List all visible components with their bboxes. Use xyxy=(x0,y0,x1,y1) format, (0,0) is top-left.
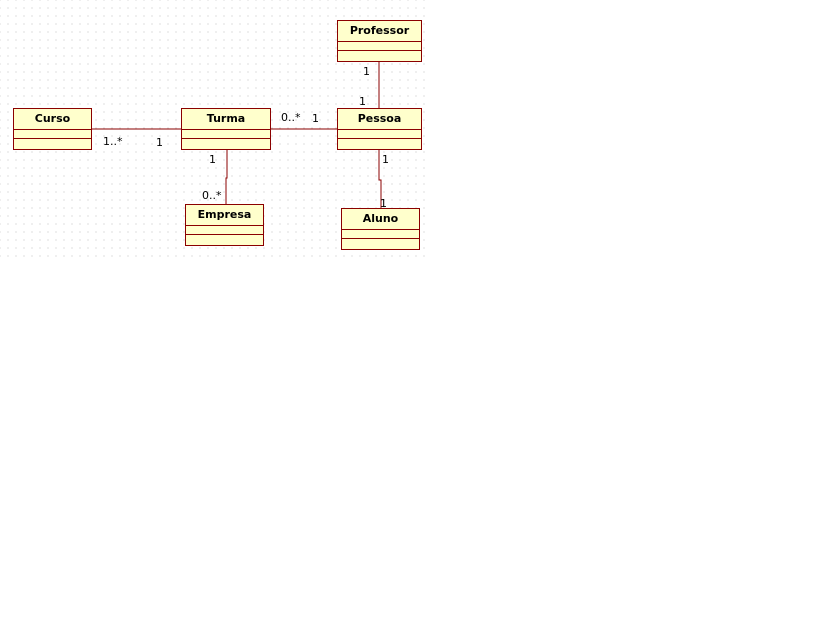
class-curso-operations xyxy=(14,139,91,149)
class-pessoa-attributes xyxy=(338,130,421,139)
multiplicity-pessoa-end-aluno: 1 xyxy=(382,153,389,166)
class-turma-attributes xyxy=(182,130,270,139)
multiplicity-empresa-end: 0..* xyxy=(202,189,222,202)
association-turma-empresa[interactable] xyxy=(225,149,228,204)
multiplicity-curso-end: 1..* xyxy=(103,135,123,148)
class-professor-name: Professor xyxy=(338,21,421,42)
multiplicity-pessoa-end-turma: 1 xyxy=(312,112,319,125)
multiplicity-professor-end: 1 xyxy=(363,65,370,78)
multiplicity-aluno-end: 1 xyxy=(380,197,387,210)
multiplicity-turma-end-empresa: 1 xyxy=(209,153,216,166)
association-pessoa-aluno[interactable] xyxy=(378,149,382,208)
class-turma-operations xyxy=(182,139,270,149)
class-empresa-attributes xyxy=(186,226,263,235)
class-curso-name: Curso xyxy=(14,109,91,130)
multiplicity-turma-end-curso: 1 xyxy=(156,136,163,149)
class-curso-attributes xyxy=(14,130,91,139)
class-pessoa-operations xyxy=(338,139,421,149)
class-empresa-operations xyxy=(186,235,263,245)
class-pessoa-name: Pessoa xyxy=(338,109,421,130)
class-empresa-name: Empresa xyxy=(186,205,263,226)
class-aluno-name: Aluno xyxy=(342,209,419,230)
multiplicity-turma-end-pessoa: 0..* xyxy=(281,111,301,124)
class-curso[interactable]: Curso xyxy=(13,108,92,150)
class-aluno[interactable]: Aluno xyxy=(341,208,420,250)
class-empresa[interactable]: Empresa xyxy=(185,204,264,246)
class-professor-attributes xyxy=(338,42,421,51)
class-professor-operations xyxy=(338,51,421,61)
multiplicity-pessoa-end-professor: 1 xyxy=(359,95,366,108)
class-turma-name: Turma xyxy=(182,109,270,130)
class-aluno-operations xyxy=(342,239,419,249)
class-professor[interactable]: Professor xyxy=(337,20,422,62)
class-pessoa[interactable]: Pessoa xyxy=(337,108,422,150)
class-aluno-attributes xyxy=(342,230,419,239)
class-turma[interactable]: Turma xyxy=(181,108,271,150)
